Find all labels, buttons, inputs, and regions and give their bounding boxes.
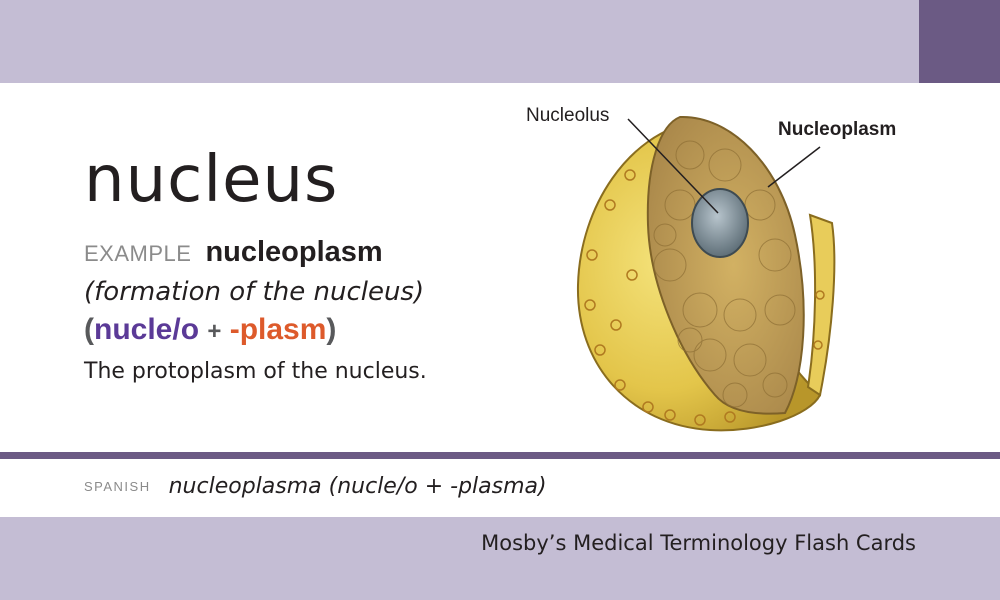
close-paren: )	[326, 313, 337, 346]
plus-sign: +	[207, 318, 222, 345]
example-definition: (formation of the nucleus)	[84, 277, 425, 307]
example-word: nucleoplasm	[205, 236, 383, 268]
envelope-wedge	[806, 213, 836, 397]
nucleoplasm-label: Nucleoplasm	[778, 119, 896, 140]
nucleolus-label: Nucleolus	[526, 105, 609, 126]
nucleolus-leader	[627, 118, 719, 214]
footer-title: Mosby’s Medical Terminology Flash Cards	[481, 531, 916, 555]
spanish-row: SPANISH nucleoplasma (nucle/o + -plasma)	[84, 474, 547, 499]
example-label: EXAMPLE	[84, 241, 192, 266]
chromatin-texture	[653, 140, 796, 408]
bottom-band	[0, 517, 1000, 600]
nucleolus	[691, 188, 749, 258]
nucleus-illustration: Nucleolus Nucleoplasm	[526, 105, 896, 432]
spanish-text: nucleoplasma (nucle/o + -plasma)	[168, 474, 547, 499]
nucleoplasm-leader	[767, 146, 821, 188]
top-corner-accent	[919, 0, 1000, 83]
example-line: EXAMPLE nucleoplasm	[84, 234, 383, 272]
open-paren: (	[84, 313, 94, 346]
term-title: nucleus	[84, 143, 339, 217]
word-parts: (nucle/o + -plasm)	[84, 310, 336, 352]
divider-bar	[0, 452, 1000, 459]
suffix-part: -plasm	[229, 313, 327, 346]
meaning-text: The protoplasm of the nucleus.	[84, 359, 427, 384]
spanish-label: SPANISH	[84, 479, 151, 494]
root-part: nucle/o	[94, 313, 200, 346]
nuclear-pores	[584, 169, 825, 426]
top-band	[0, 0, 1000, 83]
